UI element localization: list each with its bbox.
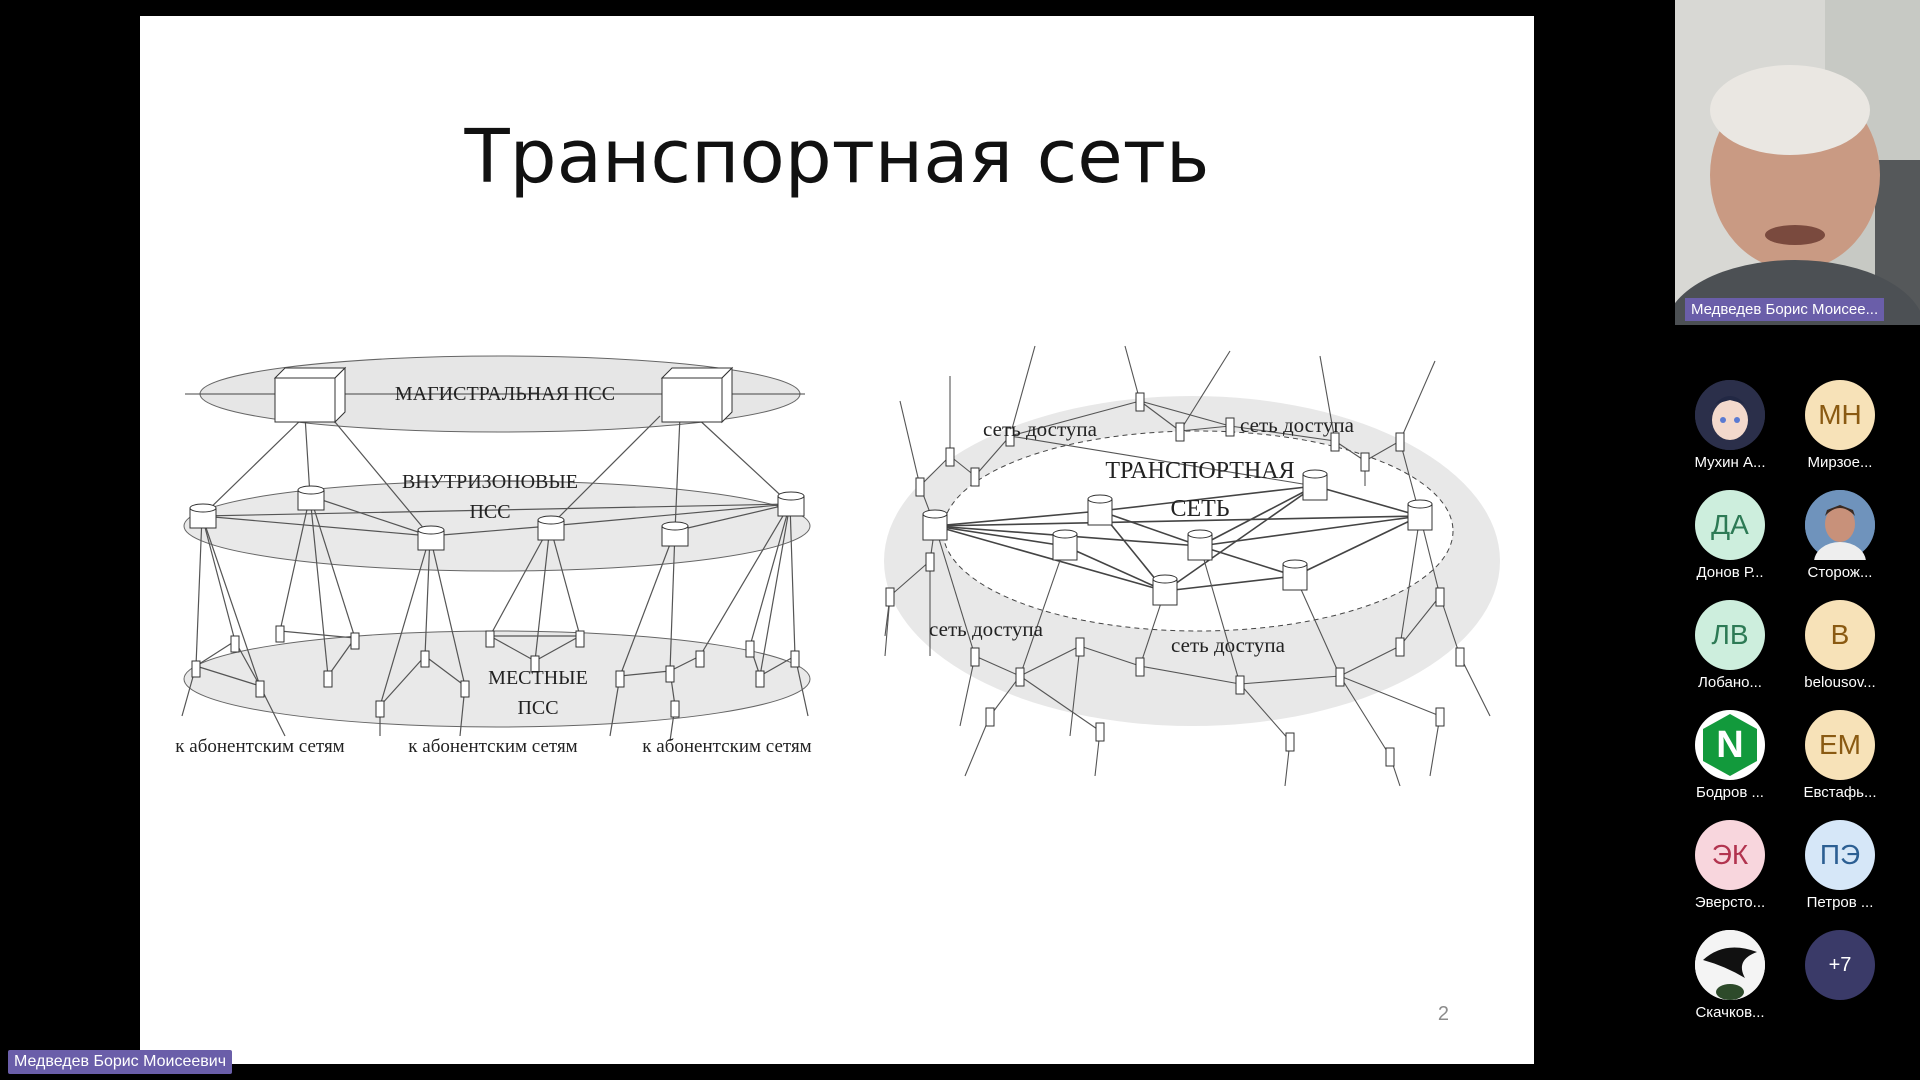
transport-network-label-2: СЕТЬ <box>1170 496 1229 522</box>
participant-tile[interactable]: Мухин А... <box>1675 380 1785 471</box>
participant-tile[interactable]: ЭК Эверсто... <box>1675 820 1785 911</box>
speaker-video-frame <box>1675 0 1920 325</box>
trunk-network-label: МАГИСТРАЛЬНАЯ ПСС <box>395 383 615 405</box>
subscriber-label-2: к абонентским сетям <box>408 736 577 757</box>
more-participants-button[interactable]: +7 <box>1785 930 1895 1000</box>
participant-tile[interactable]: Сторож... <box>1785 490 1895 581</box>
slide-page-number: 2 <box>1437 1003 1449 1025</box>
participant-tile[interactable]: Скачков... <box>1675 930 1785 1021</box>
initials-avatar: ЭК <box>1695 820 1765 890</box>
participant-name: Бодров ... <box>1696 784 1764 801</box>
presentation-slide: Транспортная сеть <box>140 16 1534 1064</box>
speaker-video[interactable]: Медведев Борис Моисее... <box>1675 0 1920 325</box>
slide-title: Транспортная сеть <box>464 114 1210 200</box>
participant-tile[interactable]: ЕМ Евстафь... <box>1785 710 1895 801</box>
transport-network-label-1: ТРАНСПОРТНАЯ <box>1105 458 1294 484</box>
participant-name: Сторож... <box>1807 564 1873 581</box>
subscriber-label-3: к абонентским сетям <box>642 736 811 757</box>
initials-avatar: МН <box>1805 380 1875 450</box>
participant-name: Донов Р... <box>1696 564 1764 581</box>
access-network-label-4: сеть доступа <box>1171 633 1286 657</box>
hierarchical-network-diagram: МАГИСТРАЛЬНАЯ ПСС ВНУТРИЗОНОВЫЕ ПСС МЕСТ… <box>175 355 812 757</box>
nginx-logo-icon: N <box>1695 710 1765 780</box>
initials-avatar: ЛВ <box>1695 600 1765 670</box>
participant-name: Евстафь... <box>1803 784 1877 801</box>
network-diagrams: МАГИСТРАЛЬНАЯ ПСС ВНУТРИЗОНОВЫЕ ПСС МЕСТ… <box>175 345 1500 787</box>
svg-text:N: N <box>1716 724 1743 766</box>
intrazone-label-2: ПСС <box>469 501 510 523</box>
participant-name: Скачков... <box>1695 1004 1765 1021</box>
participant-tile[interactable]: В belousov... <box>1785 600 1895 691</box>
subscriber-label-1: к абонентским сетям <box>175 736 344 757</box>
participant-tile[interactable]: МН Мирзое... <box>1785 380 1895 471</box>
participant-tile[interactable]: ЛВ Лобано... <box>1675 600 1785 691</box>
participant-name: Мухин А... <box>1694 454 1766 471</box>
participant-tile[interactable]: N Бодров ... <box>1675 710 1785 801</box>
participant-name: Эверсто... <box>1694 894 1766 911</box>
bird-avatar-icon <box>1695 930 1765 1000</box>
local-label-1: МЕСТНЫЕ <box>488 667 588 689</box>
participant-name: Петров ... <box>1806 894 1874 911</box>
participant-name: Мирзое... <box>1807 454 1873 471</box>
access-network-label-1: сеть доступа <box>983 417 1098 441</box>
photo-avatar-icon <box>1805 490 1875 560</box>
initials-avatar: ЕМ <box>1805 710 1875 780</box>
intrazone-label-1: ВНУТРИЗОНОВЫЕ <box>402 471 578 493</box>
more-participants-count: +7 <box>1805 930 1875 1000</box>
transport-network-diagram: ТРАНСПОРТНАЯ СЕТЬ сеть доступа сеть дост… <box>884 345 1500 787</box>
access-network-label-2: сеть доступа <box>1240 413 1355 437</box>
initials-avatar: В <box>1805 600 1875 670</box>
participant-name: Лобано... <box>1698 674 1762 691</box>
anime-avatar-icon <box>1695 380 1765 450</box>
local-label-2: ПСС <box>517 697 558 719</box>
access-network-label-3: сеть доступа <box>929 617 1044 641</box>
speaker-name-tag: Медведев Борис Моисее... <box>1685 298 1885 321</box>
participant-tile[interactable]: ПЭ Петров ... <box>1785 820 1895 911</box>
initials-avatar: ДА <box>1695 490 1765 560</box>
initials-avatar: ПЭ <box>1805 820 1875 890</box>
presenter-name-tag: Медведев Борис Моисеевич <box>8 1050 233 1074</box>
participant-tile[interactable]: ДА Донов Р... <box>1675 490 1785 581</box>
participant-name: belousov... <box>1804 674 1876 691</box>
